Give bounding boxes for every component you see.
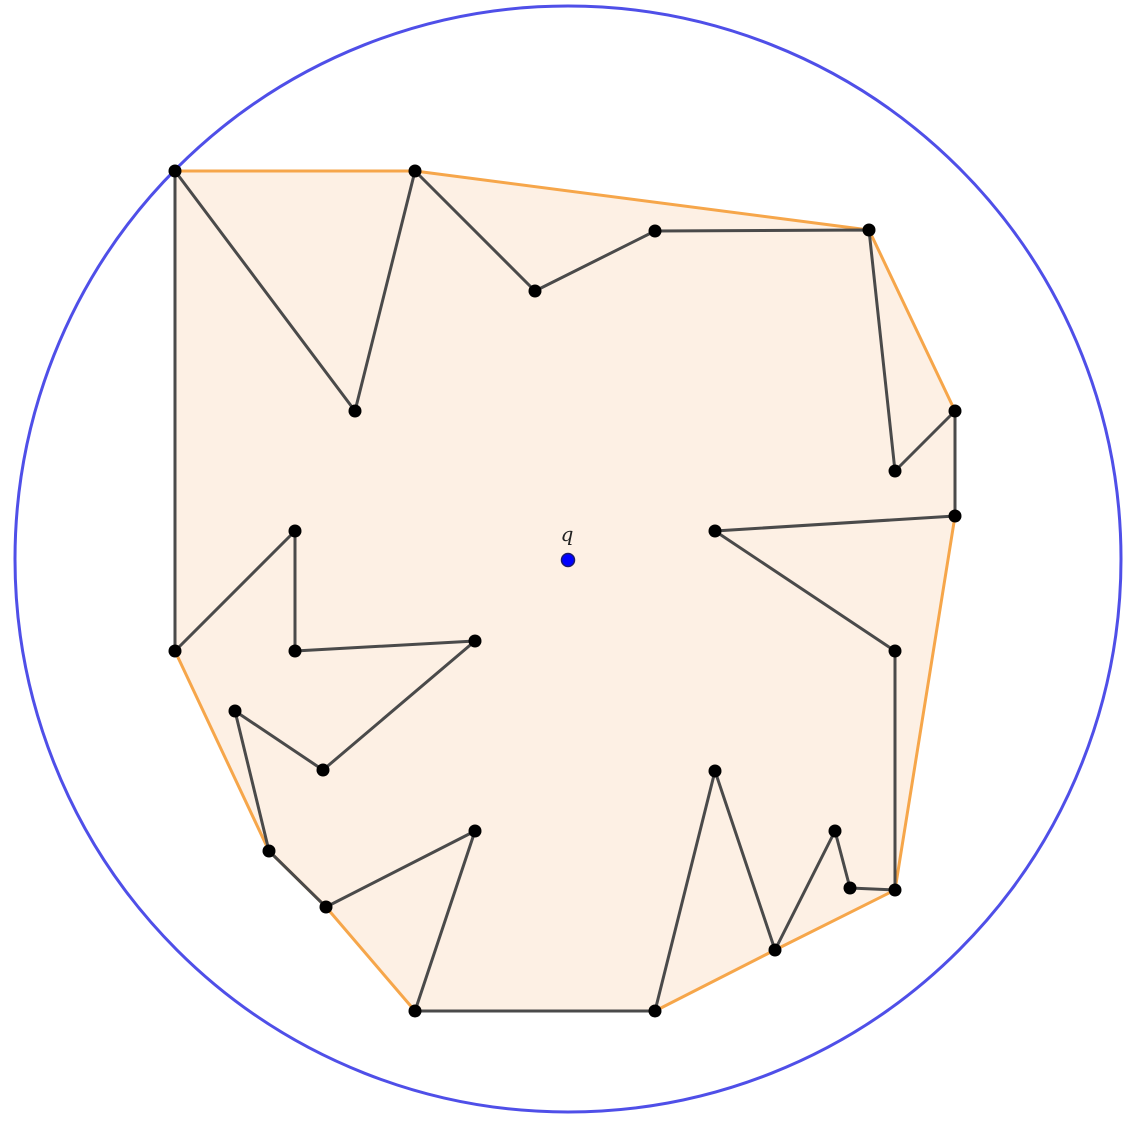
polygon-vertex <box>948 404 962 418</box>
polygon-vertex <box>168 644 182 658</box>
polygon-vertex <box>862 223 876 237</box>
polygon-vertex <box>468 634 482 648</box>
polygon-vertex <box>348 404 362 418</box>
polygon-vertex <box>768 943 782 957</box>
polygon-vertex <box>888 464 902 478</box>
polygon-vertex <box>228 704 242 718</box>
polygon-vertex <box>648 224 662 238</box>
polygon-vertex <box>708 764 722 778</box>
polygon-vertex <box>648 1004 662 1018</box>
polygon-vertex <box>528 284 542 298</box>
polygon-vertex <box>468 824 482 838</box>
polygon-vertex <box>708 524 722 538</box>
polygon-vertex <box>948 509 962 523</box>
polygon-vertex <box>319 900 333 914</box>
polygon-vertex <box>828 824 842 838</box>
convex-hull <box>173 169 957 1013</box>
polygon-vertex <box>168 164 182 178</box>
polygon-vertex <box>288 524 302 538</box>
polygon-vertex <box>843 881 857 895</box>
bounding-circle <box>13 4 1123 1114</box>
polygon-vertex <box>888 644 902 658</box>
simple-polygon-chain <box>173 169 957 1013</box>
polygon-vertex <box>288 644 302 658</box>
polygon-vertex <box>262 844 276 858</box>
vertex-group <box>168 164 962 1018</box>
polygon-vertex <box>408 164 422 178</box>
query-point-label: q <box>561 522 574 546</box>
polygon-vertex <box>408 1004 422 1018</box>
polygon-vertex <box>888 883 902 897</box>
query-point <box>560 552 576 568</box>
polygon-vertex <box>316 763 330 777</box>
